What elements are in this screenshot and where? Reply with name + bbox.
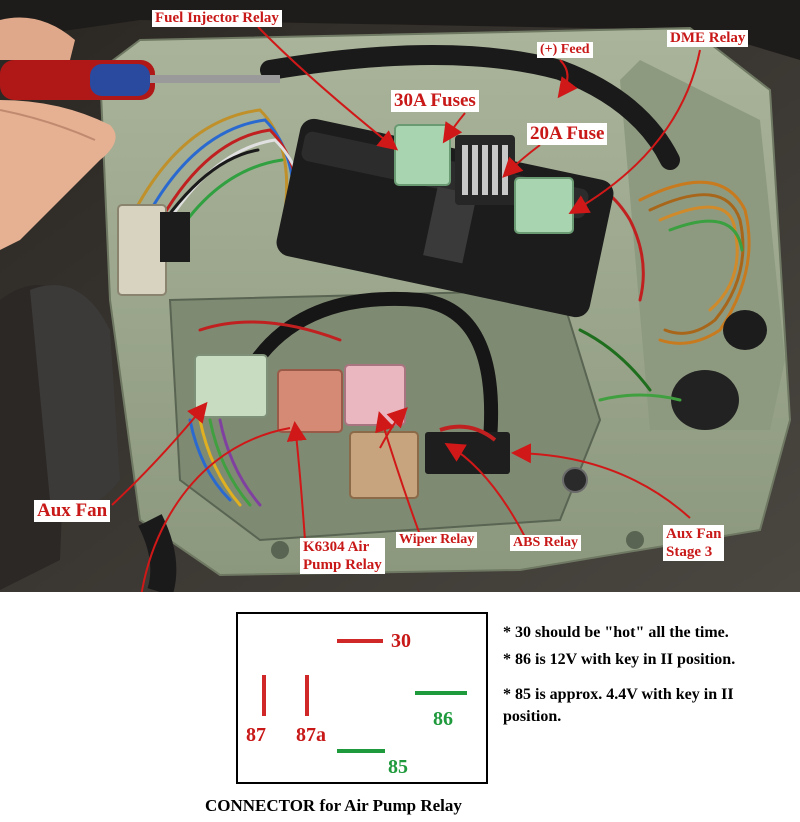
connector-caption: CONNECTOR for Air Pump Relay bbox=[205, 796, 462, 815]
fuses-30a-label: 30A Fuses bbox=[391, 90, 479, 112]
connector-diagram-box bbox=[236, 612, 488, 784]
aux-fan-stage3-label: Aux Fan Stage 3 bbox=[663, 525, 725, 561]
fuse-20a-label: 20A Fuse bbox=[527, 123, 608, 145]
k6304-label-line1: K6304 Air bbox=[303, 539, 370, 555]
pin-86-label: 86 bbox=[433, 708, 453, 730]
feed-label: (+) Feed bbox=[537, 42, 593, 58]
pin-30-label: 30 bbox=[391, 630, 411, 652]
k6304-air-pump-relay-label: K6304 Air Pump Relay bbox=[300, 538, 385, 574]
pin-85-label: 85 bbox=[388, 756, 408, 778]
relay-box-illustration bbox=[0, 0, 800, 592]
aux-fan-label: Aux Fan bbox=[34, 500, 111, 522]
note-pin-85: * 85 is approx. 4.4V with key in II posi… bbox=[503, 686, 734, 725]
abs-relay-label: ABS Relay bbox=[510, 535, 581, 551]
note-pin-30: * 30 should be "hot" all the time. bbox=[503, 624, 729, 641]
fuel-injector-relay-label: Fuel Injector Relay bbox=[152, 10, 282, 27]
aux-fan-stage3-line1: Aux Fan bbox=[666, 526, 722, 542]
dme-relay-label: DME Relay bbox=[667, 30, 749, 47]
note-pin-86: * 86 is 12V with key in II position. bbox=[503, 651, 736, 668]
pin-87-label: 87 bbox=[246, 724, 266, 746]
k6304-label-line2: Pump Relay bbox=[303, 557, 382, 573]
aux-fan-stage3-line2: Stage 3 bbox=[666, 544, 713, 560]
wiper-relay-label: Wiper Relay bbox=[396, 532, 478, 548]
engine-bay-photo: Fuel Injector Relay (+) Feed DME Relay 3… bbox=[0, 0, 800, 592]
pin-87a-label: 87a bbox=[296, 724, 326, 746]
